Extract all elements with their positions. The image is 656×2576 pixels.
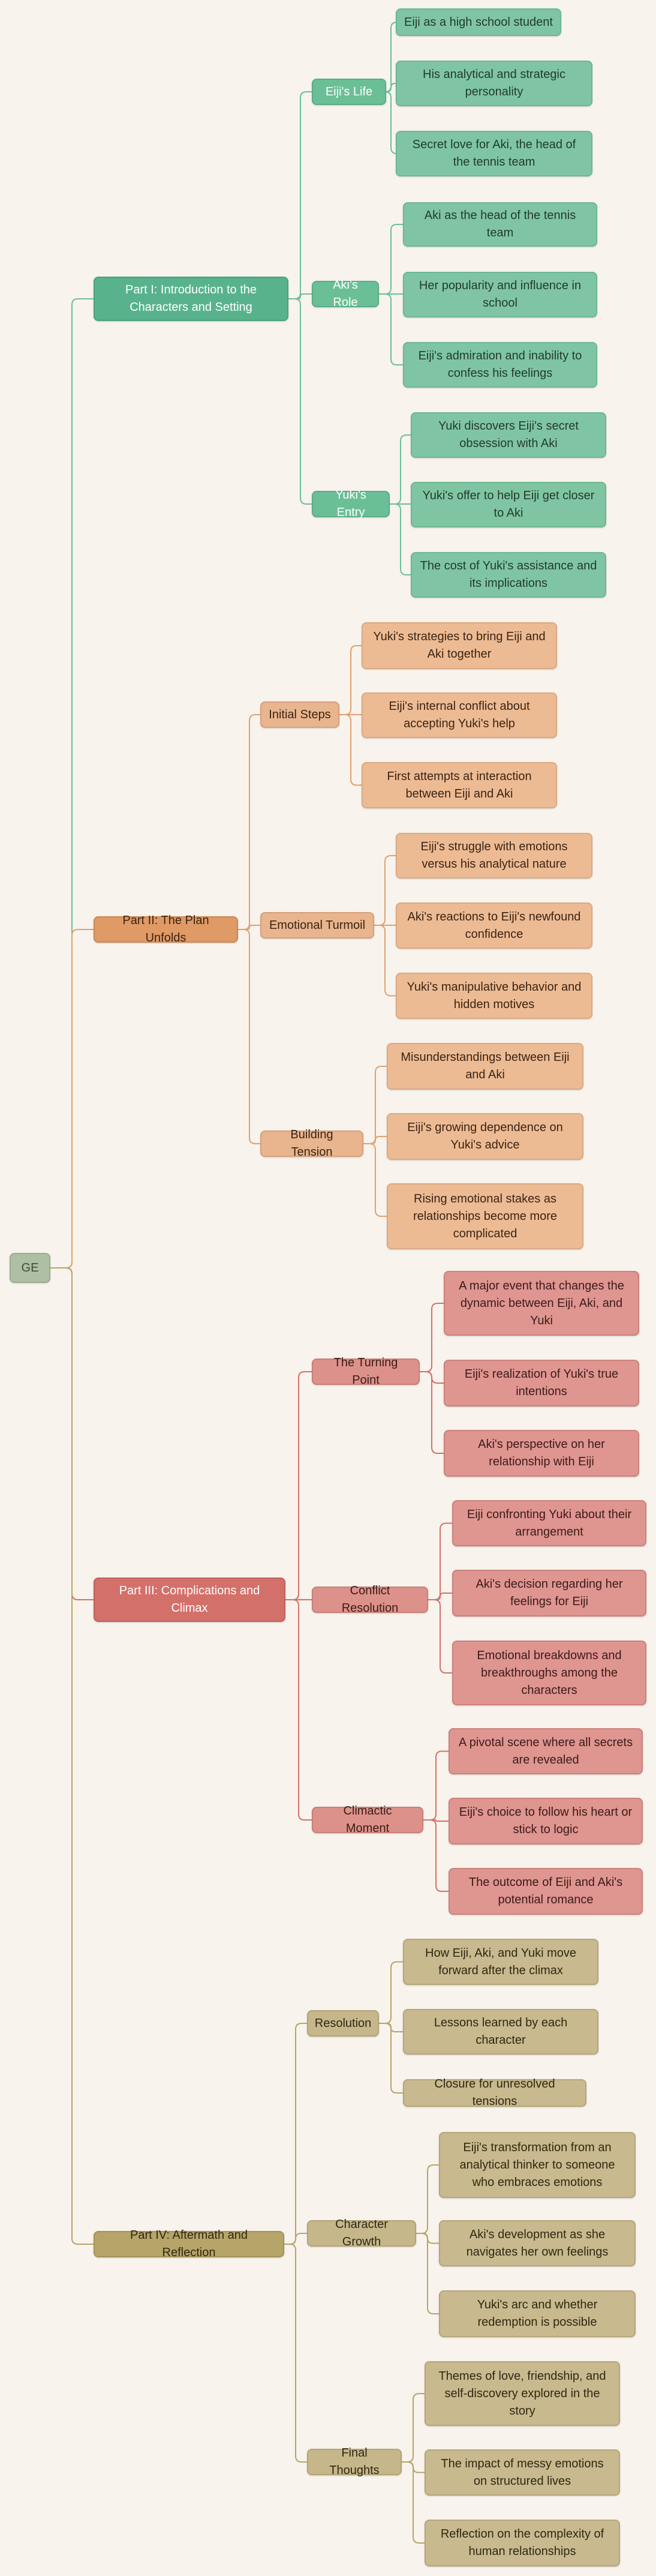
connector (285, 1371, 312, 1600)
leaf-4-2-1: Eiji's transformation from an analytical… (439, 2132, 636, 2198)
leaf-1-3-3: The cost of Yuki's assistance and its im… (411, 552, 606, 598)
topic-building-tension: Building Tension (260, 1128, 363, 1159)
topic-turning-point: The Turning Point (312, 1356, 420, 1387)
connector (379, 2023, 403, 2094)
leaf-2-1-1: Yuki's strategies to bring Eiji and Aki … (362, 622, 557, 669)
leaf-1-3-1: Yuki discovers Eiji's secret obsession w… (411, 412, 606, 458)
leaf-3-2-2: Aki's decision regarding her feelings fo… (452, 1570, 646, 1617)
section-part-4: Part IV: Aftermath and Reflection (94, 2229, 284, 2259)
connector (363, 1066, 387, 1144)
connector (428, 1599, 452, 1674)
leaf-4-2-2: Aki's development as she navigates her o… (439, 2220, 636, 2266)
leaf-2-3-2: Eiji's growing dependence on Yuki's advi… (387, 1113, 583, 1160)
connector (50, 1267, 94, 2245)
leaf-2-2-1: Eiji's struggle with emotions versus his… (396, 833, 592, 878)
leaf-1-1-2: His analytical and strategic personality (396, 61, 592, 106)
topic-final-thoughts: Final Thoughts (307, 2446, 402, 2477)
leaf-4-3-1: Themes of love, friendship, and self-dis… (425, 2361, 620, 2426)
connector (428, 1593, 452, 1600)
leaf-4-1-1: How Eiji, Aki, and Yuki move forward aft… (403, 1939, 598, 1985)
connector (384, 22, 398, 92)
leaf-4-3-3: Reflection on the complexity of human re… (425, 2520, 620, 2566)
connector (379, 1961, 403, 2024)
topic-eijis-life: Eiji's Life (312, 79, 386, 105)
connector (285, 1599, 312, 1821)
leaf-4-3-2: The impact of messy emotions on structur… (425, 2449, 620, 2496)
topic-initial-steps: Initial Steps (260, 701, 339, 728)
connector (390, 503, 411, 575)
connector (50, 929, 94, 1268)
connector (288, 298, 312, 505)
leaf-4-1-3: Closure for unresolved tensions (403, 2077, 586, 2108)
connector (420, 1371, 444, 1454)
connector (288, 293, 312, 299)
connector (386, 83, 396, 92)
connector (374, 855, 396, 926)
topic-conflict-resolution: Conflict Resolution (312, 1584, 428, 1615)
leaf-3-3-2: Eiji's choice to follow his heart or sti… (449, 1798, 643, 1845)
connector (339, 645, 362, 715)
leaf-2-3-3: Rising emotional stakes as relationships… (387, 1183, 583, 1249)
leaf-2-1-3: First attempts at interaction between Ei… (362, 762, 557, 808)
connector (420, 1303, 444, 1372)
connector (363, 1143, 387, 1217)
connector (288, 91, 312, 299)
leaf-3-2-3: Emotional breakdowns and breakthroughs a… (452, 1641, 646, 1705)
connector (423, 1819, 449, 1822)
leaf-1-2-1: Aki as the head of the tennis team (403, 202, 597, 247)
connector (402, 2393, 425, 2463)
connector (423, 1750, 449, 1821)
topic-akis-role: Aki's Role (312, 278, 379, 309)
connector (416, 2233, 439, 2314)
topic-climactic-moment: Climactic Moment (312, 1804, 423, 1835)
connector (384, 91, 398, 154)
leaf-1-3-2: Yuki's offer to help Eiji get closer to … (411, 482, 606, 527)
leaf-1-1-3: Secret love for Aki, the head of the ten… (396, 131, 592, 176)
section-part-3: Part III: Complications and Climax (94, 1578, 285, 1622)
connector (238, 925, 260, 930)
connector (379, 224, 403, 295)
leaf-1-2-3: Eiji's admiration and inability to confe… (403, 342, 597, 388)
topic-emotional-turmoil: Emotional Turmoil (260, 912, 374, 938)
leaf-2-3-1: Misunderstandings between Eiji and Aki (387, 1043, 583, 1090)
section-part-2: Part II: The Plan Unfolds (94, 914, 238, 944)
connector (238, 714, 260, 930)
connector (379, 293, 403, 365)
leaf-1-1-1: Eiji as a high school student (396, 8, 561, 36)
connector (363, 1136, 387, 1144)
leaf-1-2-2: Her popularity and influence in school (403, 272, 597, 317)
leaf-2-2-3: Yuki's manipulative behavior and hidden … (396, 973, 592, 1019)
leaf-3-1-3: Aki's perspective on her relationship wi… (444, 1430, 639, 1477)
connector (339, 714, 362, 786)
topic-character-growth: Character Growth (307, 2218, 416, 2248)
connector (416, 2164, 439, 2234)
leaf-4-2-3: Yuki's arc and whether redemption is pos… (439, 2290, 636, 2337)
connector (423, 1819, 449, 1892)
leaf-2-2-2: Aki's reactions to Eiji's newfound confi… (396, 902, 592, 949)
leaf-2-1-2: Eiji's internal conflict about accepting… (362, 692, 557, 738)
connector (284, 2023, 307, 2245)
connector (402, 2461, 425, 2544)
leaf-3-1-2: Eiji's realization of Yuki's true intent… (444, 1360, 639, 1407)
connector (428, 1522, 452, 1600)
root-node: GE (10, 1253, 50, 1283)
topic-yukis-entry: Yuki's Entry (312, 488, 390, 519)
connector (238, 929, 260, 1144)
section-part-1: Part I: Introduction to the Characters a… (94, 277, 288, 321)
leaf-4-1-2: Lessons learned by each character (403, 2009, 598, 2055)
leaf-3-3-1: A pivotal scene where all secrets are re… (449, 1728, 643, 1774)
connector (284, 2244, 307, 2463)
connector (390, 434, 411, 505)
leaf-3-3-3: The outcome of Eiji and Aki's potential … (449, 1868, 643, 1915)
connector (374, 925, 396, 997)
leaf-3-2-1: Eiji confronting Yuki about their arrang… (452, 1500, 646, 1546)
topic-resolution: Resolution (307, 2010, 379, 2037)
leaf-3-1-1: A major event that changes the dynamic b… (444, 1271, 639, 1336)
